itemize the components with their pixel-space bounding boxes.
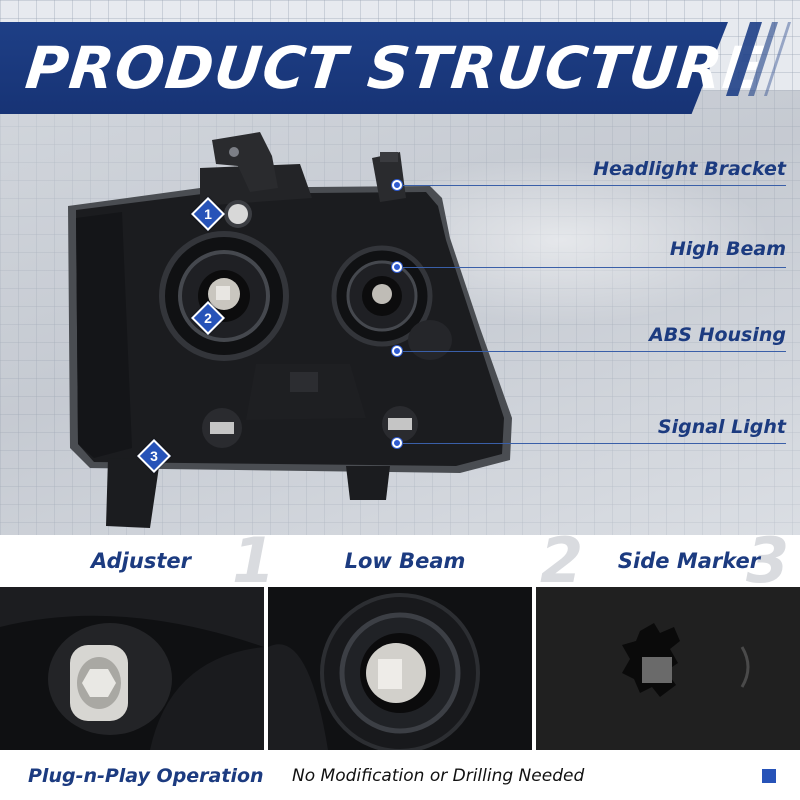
photo-low-beam — [268, 587, 532, 750]
callout-dot — [392, 346, 402, 356]
title-banner — [0, 22, 728, 114]
callout-line — [402, 443, 786, 444]
callout-dot — [392, 438, 402, 448]
page-title: PRODUCT STRUCTURE — [22, 34, 768, 102]
feature-low-beam: Low Beam — [344, 549, 466, 573]
footer-title: Plug-n-Play Operation — [28, 765, 264, 787]
callout-headlight-bracket: Headlight Bracket — [593, 158, 786, 180]
callout-signal-light: Signal Light — [657, 416, 786, 438]
feature-side-marker: Side Marker — [617, 549, 761, 573]
feature-number: 2 — [540, 524, 584, 597]
side-marker-photo-graphic — [536, 587, 800, 750]
callout-abs-housing: ABS Housing — [649, 324, 786, 346]
callout-dot — [392, 180, 402, 190]
callout-dot — [392, 262, 402, 272]
hero-area: PRODUCT STRUCTURE — [0, 0, 800, 535]
footer-square-icon — [762, 769, 776, 783]
callout-line — [402, 267, 786, 268]
feature-labels: 1 Adjuster 2 Low Beam 3 Side Marker — [0, 530, 800, 592]
photo-adjuster — [0, 587, 264, 750]
callout-line — [402, 185, 786, 186]
adjuster-photo-graphic — [0, 587, 264, 750]
photo-side-marker — [536, 587, 800, 750]
callout-line — [402, 351, 786, 352]
feature-adjuster: Adjuster — [91, 549, 191, 573]
feature-number: 1 — [232, 524, 276, 597]
footer-subtitle: No Modification or Drilling Needed — [292, 766, 585, 786]
feature-number: 3 — [746, 524, 790, 597]
callout-high-beam: High Beam — [669, 238, 786, 260]
footer-bar: Plug-n-Play Operation No Modification or… — [0, 752, 800, 800]
low-beam-photo-graphic — [268, 587, 532, 750]
headlight-rear-illustration — [68, 132, 512, 528]
